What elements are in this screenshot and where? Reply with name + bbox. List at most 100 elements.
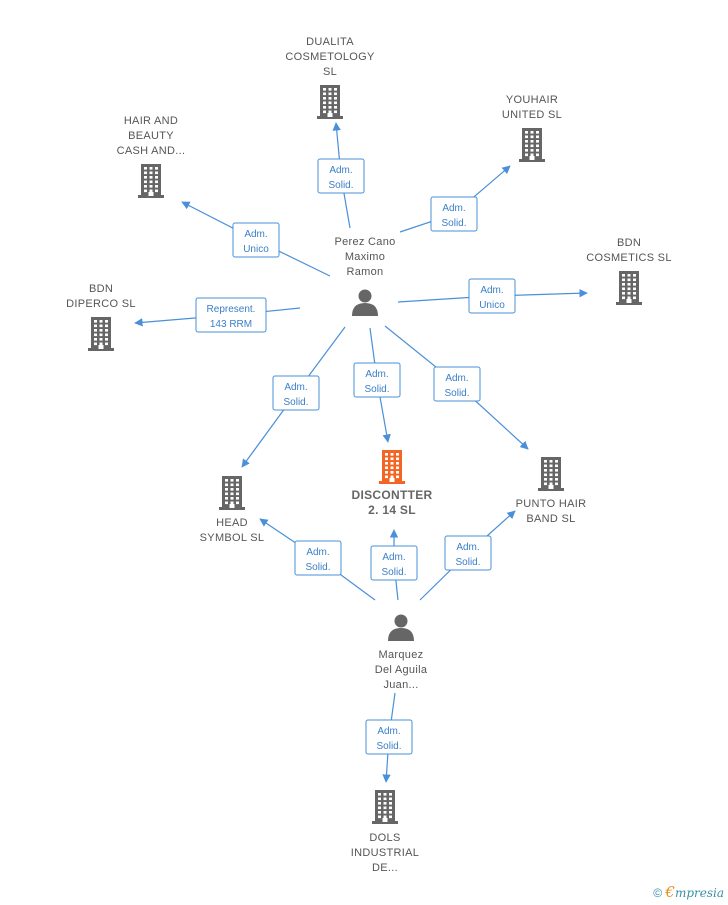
edge-label-line: Solid. xyxy=(283,397,308,408)
node-label: Marquez xyxy=(379,649,424,661)
node-label: Juan... xyxy=(383,679,418,691)
edge-label[interactable]: Adm. Solid. xyxy=(294,540,342,576)
edge-label[interactable]: Adm. Solid. xyxy=(272,375,320,411)
node-label: YOUHAIR xyxy=(506,94,558,106)
building-icon xyxy=(538,457,564,491)
edge-label[interactable]: Represent. 143 RRM xyxy=(195,297,267,333)
edge-label-line: Solid. xyxy=(444,388,469,399)
node-label: Del Aguila xyxy=(375,664,428,676)
edge-label-line: Adm. xyxy=(442,203,465,214)
edge-label-line: 143 RRM xyxy=(210,319,252,330)
node-head_symbol[interactable]: HEAD SYMBOL SL xyxy=(200,476,265,544)
edge-perez-dualita: Adm. Solid. xyxy=(317,122,365,229)
edge-label-line: Solid. xyxy=(364,384,389,395)
edge-label-line: Solid. xyxy=(441,218,466,229)
edge-label-line: Adm. xyxy=(480,285,503,296)
node-dols[interactable]: DOLSINDUSTRIALDE... xyxy=(351,790,419,874)
edge-label[interactable]: Adm. Unico xyxy=(232,222,280,258)
edge-label-box xyxy=(353,362,401,398)
node-label: UNITED SL xyxy=(502,109,562,121)
node-label: INDUSTRIAL xyxy=(351,847,419,859)
node-label: SL xyxy=(323,66,337,78)
edge-label-line: Adm. xyxy=(445,373,468,384)
edge-label-line: Adm. xyxy=(382,552,405,563)
node-label: 2. 14 SL xyxy=(368,503,416,517)
brand-logo[interactable]: €mpresia xyxy=(665,883,724,901)
edge-label-line: Adm. xyxy=(456,542,479,553)
node-label: DIPERCO SL xyxy=(66,298,136,310)
edge-label-line: Adm. xyxy=(329,165,352,176)
node-label: BAND SL xyxy=(526,513,575,525)
edge-label[interactable]: Adm.Solid. xyxy=(365,719,413,755)
building-icon xyxy=(138,164,164,198)
edge-label-box xyxy=(433,366,481,402)
edge-label[interactable]: Adm. Unico xyxy=(468,278,516,314)
building-icon xyxy=(616,271,642,305)
edge-marquez-dols: Adm.Solid. xyxy=(365,692,413,783)
node-label: Maximo xyxy=(345,251,385,263)
edge-perez-youhair: Adm. Solid. xyxy=(399,165,511,233)
node-label: HAIR AND xyxy=(124,115,178,127)
edge-label[interactable]: Adm. Solid. xyxy=(433,366,481,402)
edge-label-box xyxy=(294,540,342,576)
edge-label-box xyxy=(195,297,267,333)
edge-label[interactable]: Adm.Solid. xyxy=(444,535,492,571)
edge-label-line: Adm. xyxy=(306,547,329,558)
node-bdn_diperco[interactable]: BDN DIPERCO SL xyxy=(66,283,136,351)
edge-label-line: Unico xyxy=(243,244,269,255)
building-icon xyxy=(519,128,545,162)
edge-label-line: Represent. xyxy=(207,304,256,315)
node-label: COSMETICS SL xyxy=(586,252,672,264)
edge-label-line: Solid. xyxy=(376,741,401,752)
building-icon xyxy=(372,790,398,824)
person-icon xyxy=(352,289,378,316)
copyright-footer: © €mpresia xyxy=(653,883,724,901)
building-icon xyxy=(379,450,405,484)
node-label: COSMETOLOGY xyxy=(285,51,375,63)
node-label: BDN xyxy=(617,237,641,249)
edges-layer: Adm.Solid.Adm.UnicoAdm.Solid.Adm.UnicoRe… xyxy=(134,122,588,783)
edge-label-line: Adm. xyxy=(244,229,267,240)
edge-marquez-head_symbol: Adm. Solid. xyxy=(259,518,376,601)
edge-label-box xyxy=(430,196,478,232)
edge-label-box xyxy=(365,719,413,755)
node-label: BEAUTY xyxy=(128,130,174,142)
node-youhair[interactable]: YOUHAIR UNITED SL xyxy=(502,94,562,162)
edge-label-line: Adm. xyxy=(284,382,307,393)
edge-label-box xyxy=(370,545,418,581)
edge-label-box xyxy=(468,278,516,314)
edge-marquez-punto_hair: Adm.Solid. xyxy=(419,510,516,601)
node-label: SYMBOL SL xyxy=(200,532,265,544)
edge-label-box xyxy=(317,158,365,194)
edge-label[interactable]: Adm. Solid. xyxy=(430,196,478,232)
building-icon xyxy=(317,85,343,119)
node-label: PUNTO HAIR xyxy=(516,498,587,510)
copyright-icon: © xyxy=(653,886,663,900)
edge-perez-discontter: Adm.Solid. xyxy=(353,327,401,443)
node-label: Ramon xyxy=(347,266,384,278)
edge-perez-bdn_diperco: Represent. 143 RRM xyxy=(134,297,301,333)
edge-label-line: Solid. xyxy=(305,562,330,573)
node-label: DISCONTTER xyxy=(352,488,433,502)
edge-perez-punto_hair: Adm. Solid. xyxy=(384,325,529,450)
edge-label-box xyxy=(272,375,320,411)
node-bdn_cosmetics[interactable]: BDN COSMETICS SL xyxy=(586,237,672,305)
node-label: BDN xyxy=(89,283,113,295)
edge-label[interactable]: Adm.Solid. xyxy=(353,362,401,398)
node-label: HEAD xyxy=(216,517,248,529)
edge-marquez-discontter: Adm.Solid. xyxy=(370,529,418,601)
edge-label[interactable]: Adm. Solid. xyxy=(317,158,365,194)
edge-label-line: Solid. xyxy=(328,180,353,191)
edge-label[interactable]: Adm.Solid. xyxy=(370,545,418,581)
edge-label-line: Unico xyxy=(479,300,505,311)
node-punto_hair[interactable]: PUNTO HAIR BAND SL xyxy=(516,457,587,525)
edge-perez-head_symbol: Adm. Solid. xyxy=(241,326,346,468)
building-icon xyxy=(88,317,114,351)
node-label: Perez Cano xyxy=(334,236,395,248)
